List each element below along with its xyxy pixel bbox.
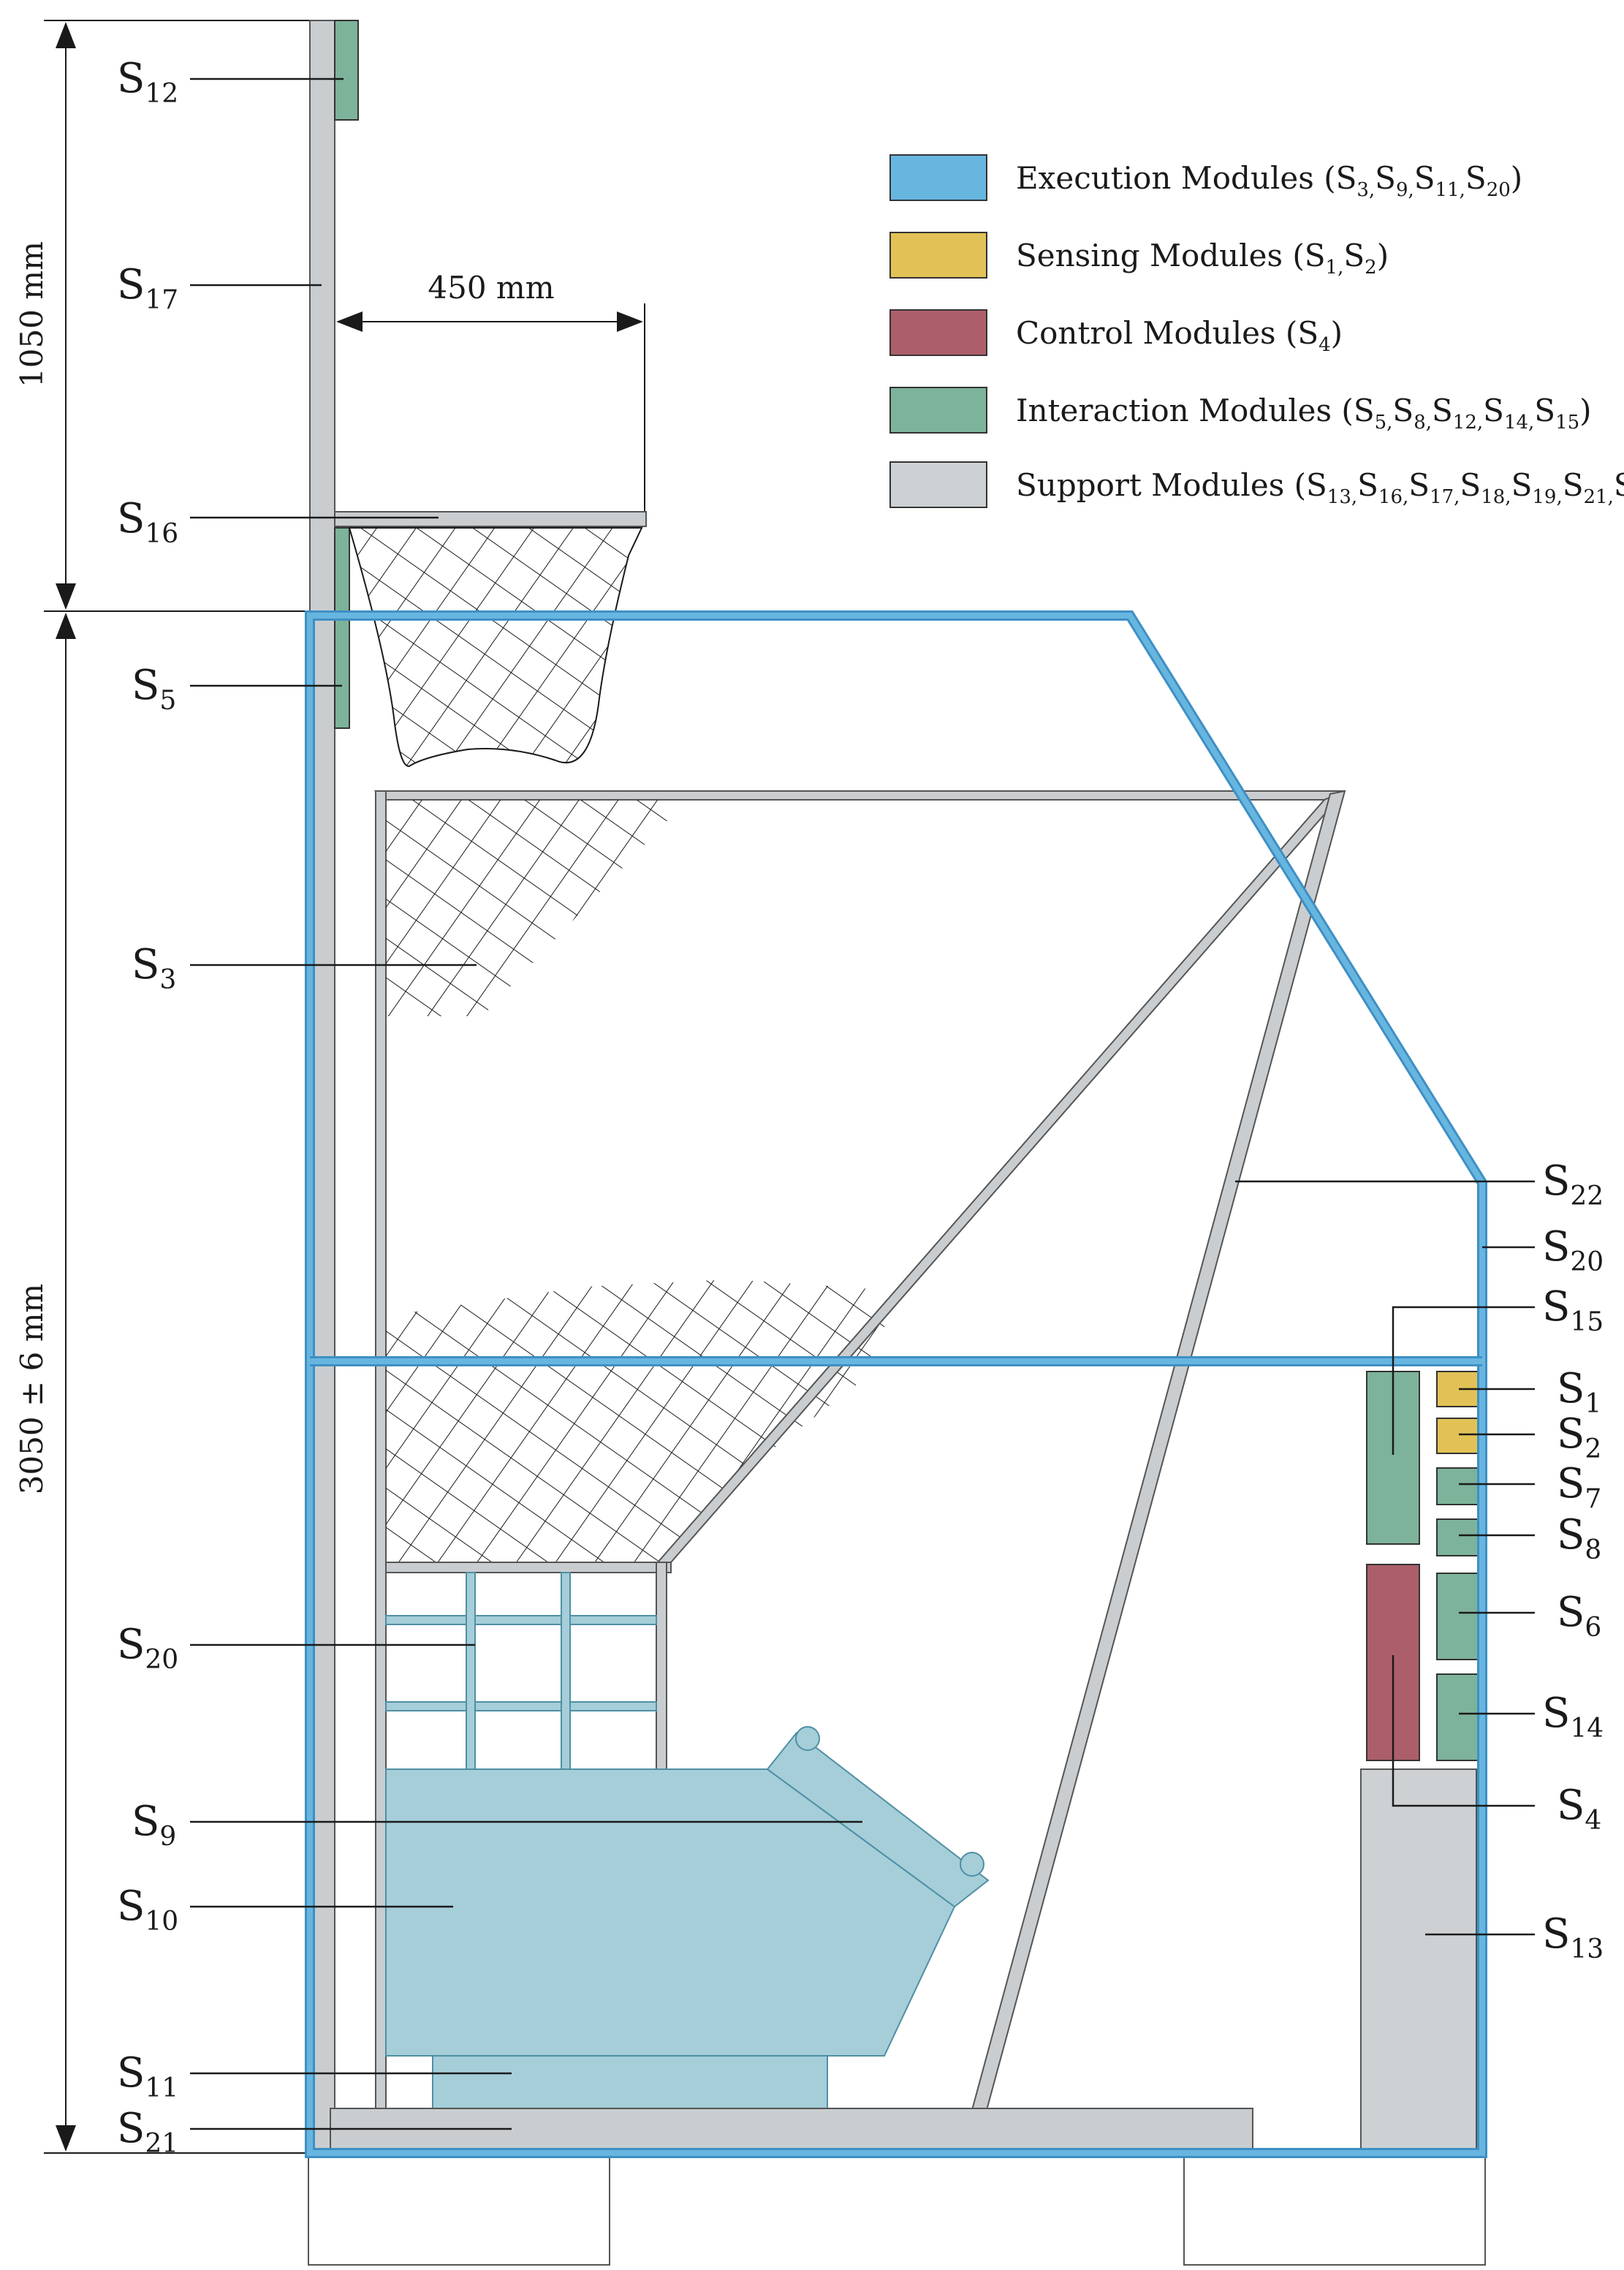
legend-label-sensing: Sensing Modules (S1,S2) [1016,238,1389,279]
component-labels: S12 S17 S16 S5 S3 S20 S9 S10 S11 S21 S22… [117,55,1604,2159]
label-s10: S10 [117,1883,178,1937]
legend-swatch-support [889,461,987,508]
label-s2: S2 [1557,1410,1601,1464]
module-s6 [1436,1573,1479,1660]
module-s7 [1436,1467,1479,1505]
interaction-panel-side [334,527,350,729]
legend-label-control: Control Modules (S4) [1016,315,1343,356]
top-height-dimension: 1050 mm [14,241,50,387]
label-s8: S8 [1557,1511,1601,1565]
legend-label-interaction: Interaction Modules (S5,S8,S12,S14,S15) [1016,393,1592,434]
label-s11: S11 [117,2049,178,2103]
label-s20-left: S20 [117,1621,178,1675]
module-s14 [1436,1673,1479,1761]
label-s6: S6 [1557,1589,1601,1643]
label-s1: S1 [1557,1365,1601,1419]
hopper-frame [373,790,1346,2109]
legend: Execution Modules (S3,S9,S11,S20) Sensin… [889,154,1624,508]
basket-width-dimension: 450 mm [428,270,554,306]
legend-label-support: Support Modules (S13,S16,S17,S18,S19,S21… [1016,467,1624,508]
interaction-panel-top [334,20,359,121]
dimension-lines [44,20,645,2154]
label-s12: S12 [117,55,178,109]
label-s9: S9 [132,1798,176,1852]
label-s20-right: S20 [1542,1223,1604,1277]
label-s7: S7 [1557,1460,1601,1514]
hoop-rim [334,511,647,527]
label-s17: S17 [117,261,178,315]
base-feet [308,2154,1486,2266]
label-s15: S15 [1542,1283,1604,1337]
hoop-net [348,527,643,767]
legend-swatch-control [889,309,987,356]
main-height-dimension: 3050 ± 6 mm [14,1284,50,1495]
ball-bin [385,1726,990,2109]
label-s4: S4 [1557,1782,1601,1836]
label-s21: S21 [117,2105,178,2159]
legend-label-execution: Execution Modules (S3,S9,S11,S20) [1016,160,1522,201]
module-rack [1360,1371,1479,2152]
legend-swatch-interaction [889,387,987,434]
label-s16: S16 [117,495,178,549]
label-s13: S13 [1542,1910,1604,1964]
support-s13 [1360,1768,1477,2152]
label-s14: S14 [1542,1690,1604,1744]
sensor-s2 [1436,1418,1479,1454]
module-s8 [1436,1518,1479,1556]
legend-swatch-sensing [889,232,987,279]
label-s22: S22 [1542,1157,1604,1211]
legend-swatch-execution [889,154,987,201]
outer-frame [305,610,1487,2158]
leader-lines [190,77,1535,2130]
label-s3: S3 [132,941,176,995]
label-s5: S5 [132,662,176,716]
